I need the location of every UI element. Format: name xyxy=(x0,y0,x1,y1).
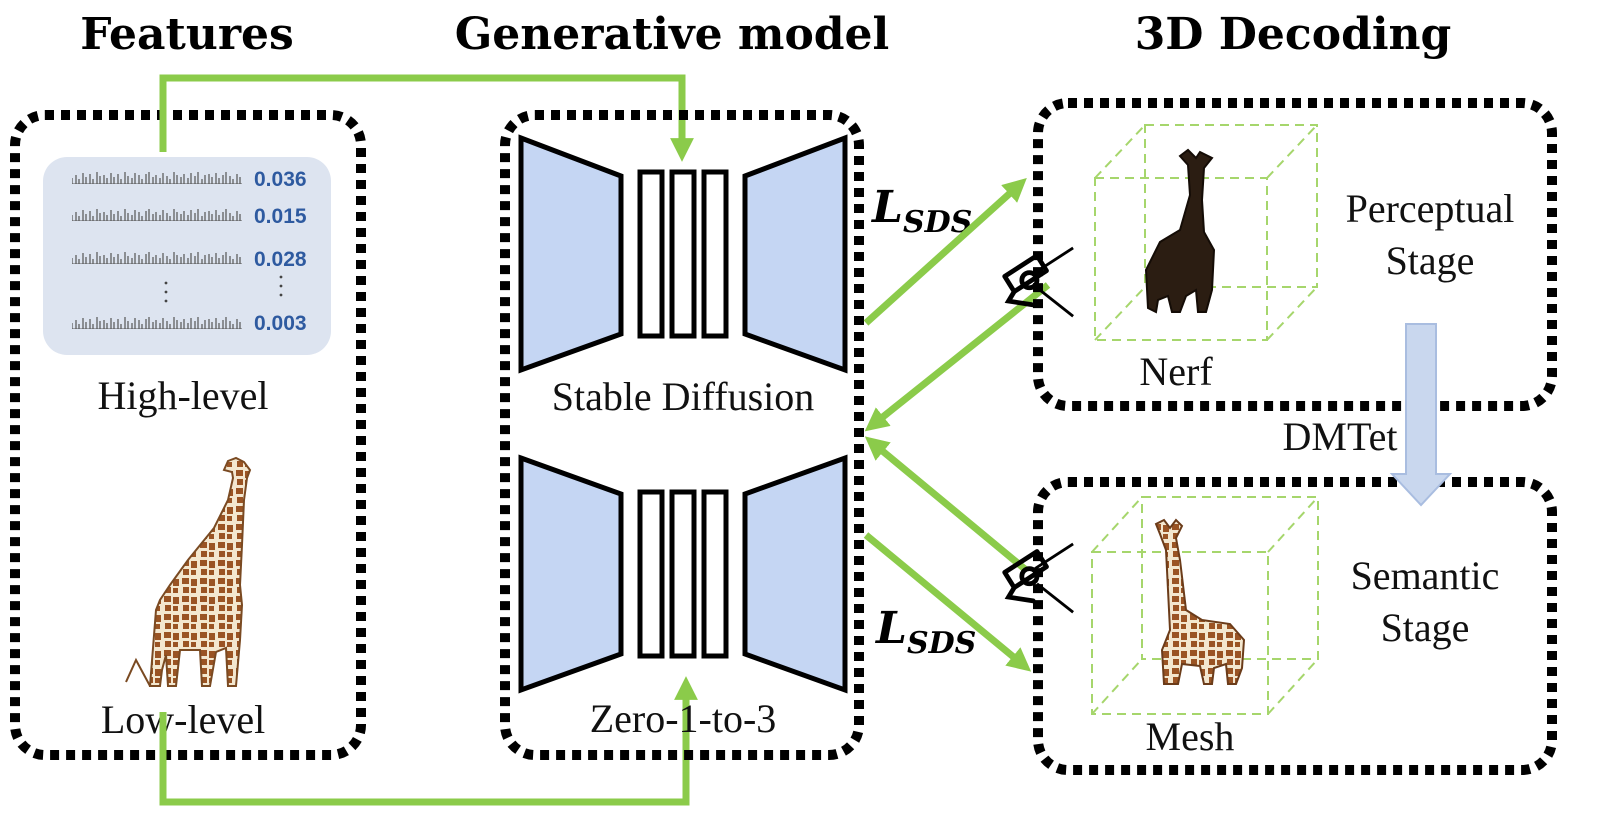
dmtet-label: DMTet xyxy=(1283,414,1398,459)
zero123-to-mesh-arrow xyxy=(863,532,1032,672)
semantic-stage-panel xyxy=(1033,477,1557,775)
low-level-label: Low-level xyxy=(101,697,265,742)
nerf-label: Nerf xyxy=(1139,349,1213,394)
semantic-stage-line2: Stage xyxy=(1381,605,1470,650)
mesh-giraffe-render xyxy=(1154,518,1246,685)
zero123-label: Zero-1-to-3 xyxy=(590,696,777,741)
zero123-decoder xyxy=(742,454,848,694)
zero123-unet xyxy=(518,454,848,694)
nerf-render-to-model-arrow xyxy=(864,282,1051,432)
perceptual-stage-line1: Perceptual xyxy=(1346,186,1515,231)
mesh-render-to-model-arrow xyxy=(864,436,1029,573)
feature-vector-box xyxy=(43,157,331,355)
perceptual-stage-panel xyxy=(1033,98,1557,411)
giraffe-image xyxy=(125,456,252,687)
feature-value-3: 0.028 xyxy=(254,248,307,271)
loss-sds-bottom: LSDS xyxy=(874,603,976,661)
loss-sds-top: LSDS xyxy=(870,182,972,240)
zero123-encoder xyxy=(518,454,624,694)
nerf-bounding-box xyxy=(1094,124,1318,341)
header-3d-decoding: 3D Decoding xyxy=(1135,9,1452,60)
sd-to-nerf-arrow xyxy=(863,178,1027,326)
feature-value-4: 0.003 xyxy=(254,312,307,335)
perceptual-stage-line2: Stage xyxy=(1386,238,1475,283)
generative-model-panel xyxy=(500,110,864,760)
mesh-label: Mesh xyxy=(1146,714,1235,759)
nerf-giraffe-render xyxy=(1144,148,1216,314)
semantic-stage-line1: Semantic xyxy=(1351,553,1500,598)
sd-encoder xyxy=(518,134,624,374)
stable-diffusion-unet xyxy=(518,134,848,374)
feature-value-1: 0.036 xyxy=(254,168,307,191)
high-level-label: High-level xyxy=(97,373,268,418)
dmtet-arrow xyxy=(1389,323,1453,507)
sd-decoder xyxy=(742,134,848,374)
ellipsis-dots xyxy=(164,275,283,303)
feature-value-2: 0.015 xyxy=(254,205,307,228)
low-level-connector-arrow xyxy=(159,676,698,806)
stable-diffusion-label: Stable Diffusion xyxy=(552,374,815,419)
header-features: Features xyxy=(80,9,294,60)
header-generative-model: Generative model xyxy=(455,9,890,60)
